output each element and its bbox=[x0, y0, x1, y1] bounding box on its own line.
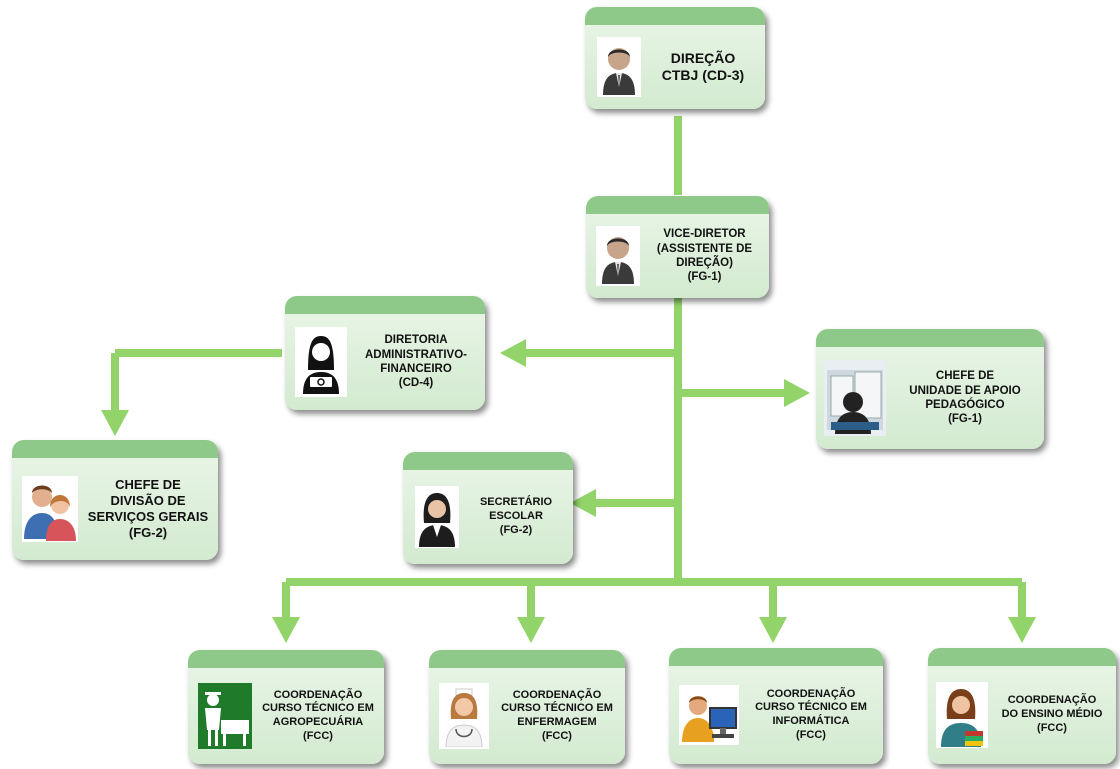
node-header bbox=[586, 196, 769, 214]
node-label-line: (FCC) bbox=[303, 729, 333, 742]
node-label-line: AGROPECUÁRIA bbox=[272, 716, 364, 728]
node-diretoria-administrativo-financeiro: DIRETORIA ADMINISTRATIVO- FINANCEIRO (CD… bbox=[285, 296, 485, 410]
computer-user-icon bbox=[679, 685, 739, 745]
node-label-line: CHEFE DE bbox=[935, 370, 995, 383]
node-label-line: (FCC) bbox=[796, 728, 826, 741]
node-label-line: UNIDADE DE APOIO bbox=[909, 384, 1021, 397]
node-header bbox=[285, 296, 485, 314]
node-header bbox=[669, 648, 883, 666]
node-label-line: (FCC) bbox=[1037, 721, 1067, 734]
node-label-line: CURSO TÉCNICO EM bbox=[501, 702, 613, 715]
node-coord-ensino-medio: COORDENAÇÃO DO ENSINO MÉDIO (FCC) bbox=[928, 648, 1116, 764]
node-header bbox=[928, 648, 1116, 666]
node-label-line: DIREÇÃO bbox=[670, 49, 736, 66]
businessman-icon bbox=[596, 226, 640, 286]
node-coord-agropecuaria: COORDENAÇÃO CURSO TÉCNICO EM AGROPECUÁRI… bbox=[188, 650, 384, 764]
arrowhead-to-enf bbox=[517, 617, 545, 643]
node-label: COORDENAÇÃO DO ENSINO MÉDIO (FCC) bbox=[988, 694, 1116, 735]
node-label-line: (ASSISTENTE DE bbox=[656, 242, 753, 255]
arrowhead-to-diretoria bbox=[500, 339, 526, 367]
farmer-cow-icon bbox=[198, 683, 252, 749]
node-header bbox=[188, 650, 384, 668]
node-vice-diretor: VICE-DIRETOR (ASSISTENTE DE DIREÇÃO) (FG… bbox=[586, 196, 769, 298]
node-header bbox=[816, 329, 1044, 347]
node-label-line: VICE-DIRETOR bbox=[663, 228, 746, 241]
node-label-line: DIRETORIA bbox=[384, 334, 448, 347]
node-label-line: DIREÇÃO) bbox=[676, 257, 733, 269]
people-icon bbox=[22, 476, 78, 542]
node-label-line: COORDENAÇÃO bbox=[273, 688, 363, 701]
node-label-line: COORDENAÇÃO bbox=[1007, 694, 1097, 707]
node-label-line: (FG-2) bbox=[499, 523, 533, 536]
businessman-icon bbox=[597, 37, 641, 97]
node-label-line: INFORMÁTICA bbox=[772, 715, 850, 727]
node-label-line: DIVISÃO DE bbox=[110, 492, 186, 508]
node-label-line: PEDAGÓGICO bbox=[925, 399, 1005, 411]
arrowhead-to-info bbox=[759, 617, 787, 643]
node-header bbox=[12, 440, 218, 458]
node-label: COORDENAÇÃO CURSO TÉCNICO EM INFORMÁTICA… bbox=[739, 688, 883, 743]
node-label-line: ADMINISTRATIVO- bbox=[364, 348, 467, 361]
node-coord-enfermagem: COORDENAÇÃO CURSO TÉCNICO EM ENFERMAGEM … bbox=[429, 650, 625, 764]
node-label-line: ESCOLAR bbox=[489, 510, 543, 523]
node-label: COORDENAÇÃO CURSO TÉCNICO EM AGROPECUÁRI… bbox=[252, 689, 384, 744]
node-label-line: (FG-1) bbox=[948, 413, 982, 426]
node-chefe-apoio-pedagogico: CHEFE DE UNIDADE DE APOIO PEDAGÓGICO (FG… bbox=[816, 329, 1044, 449]
node-label: COORDENAÇÃO CURSO TÉCNICO EM ENFERMAGEM … bbox=[489, 689, 625, 744]
node-label: SECRETÁRIO ESCOLAR (FG-2) bbox=[459, 496, 573, 537]
node-header bbox=[585, 7, 765, 25]
node-label-line: DO ENSINO MÉDIO bbox=[1001, 708, 1103, 721]
node-label: VICE-DIRETOR (ASSISTENTE DE DIREÇÃO) (FG… bbox=[640, 227, 769, 285]
node-label-line: SERVIÇOS GERAIS bbox=[87, 509, 209, 524]
node-direcao: DIREÇÃO CTBJ (CD-3) bbox=[585, 7, 765, 109]
arrowhead-to-medio bbox=[1008, 617, 1036, 643]
nurse-icon bbox=[439, 683, 489, 749]
node-label-line: (FG-1) bbox=[687, 271, 722, 284]
node-label-line: ENFERMAGEM bbox=[517, 716, 597, 728]
arrowhead-to-servicos bbox=[101, 410, 129, 436]
reader-icon bbox=[824, 360, 886, 436]
node-label: CHEFE DE UNIDADE DE APOIO PEDAGÓGICO (FG… bbox=[886, 369, 1044, 427]
node-label-line: FINANCEIRO bbox=[380, 363, 452, 375]
arrowhead-to-agro bbox=[272, 617, 300, 643]
node-label-line: CURSO TÉCNICO EM bbox=[262, 702, 374, 715]
node-label: DIRETORIA ADMINISTRATIVO- FINANCEIRO (CD… bbox=[347, 333, 485, 391]
node-secretario-escolar: SECRETÁRIO ESCOLAR (FG-2) bbox=[403, 452, 573, 564]
node-chefe-servicos-gerais: CHEFE DE DIVISÃO DE SERVIÇOS GERAIS (FG-… bbox=[12, 440, 218, 560]
node-header bbox=[429, 650, 625, 668]
node-label-line: CURSO TÉCNICO EM bbox=[755, 701, 867, 714]
node-header bbox=[403, 452, 573, 470]
node-label-line: CTBJ (CD-3) bbox=[661, 67, 745, 83]
node-label: CHEFE DE DIVISÃO DE SERVIÇOS GERAIS (FG-… bbox=[78, 477, 218, 542]
node-label-line: CHEFE DE bbox=[115, 476, 181, 492]
teacher-icon bbox=[936, 682, 988, 748]
node-label-line: COORDENAÇÃO bbox=[766, 687, 856, 700]
node-coord-informatica: COORDENAÇÃO CURSO TÉCNICO EM INFORMÁTICA… bbox=[669, 648, 883, 764]
node-label-line: SECRETÁRIO bbox=[479, 496, 553, 509]
node-label-line: (FCC) bbox=[542, 729, 572, 742]
arrowhead-to-secretario bbox=[570, 489, 596, 517]
node-label-line: (FG-2) bbox=[128, 525, 168, 541]
secretary-icon bbox=[415, 486, 459, 548]
node-label-line: COORDENAÇÃO bbox=[512, 688, 602, 701]
node-label: DIREÇÃO CTBJ (CD-3) bbox=[641, 50, 765, 85]
arrowhead-to-apoio bbox=[784, 379, 810, 407]
finance-woman-icon bbox=[295, 327, 347, 397]
node-label-line: (CD-4) bbox=[398, 377, 434, 390]
